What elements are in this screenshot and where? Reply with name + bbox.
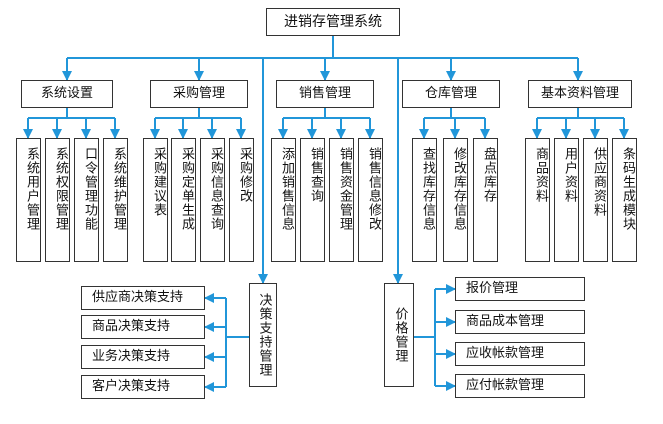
node-receivables: 应收帐款管理 — [455, 342, 585, 366]
node-quote-mgmt: 报价管理 — [455, 277, 585, 301]
node-payables: 应付帐款管理 — [455, 374, 585, 398]
node-sales-modify: 销售信息修改 — [358, 138, 383, 262]
node-product-cost: 商品成本管理 — [455, 310, 585, 334]
node-sales-query: 销售查询 — [300, 138, 325, 262]
node-product-data: 商品资料 — [525, 138, 550, 262]
node-supplier-decision: 供应商决策支持 — [81, 286, 205, 310]
node-password-mgmt: 口令管理功能 — [74, 138, 99, 262]
node-find-inventory: 查找库存信息 — [412, 138, 437, 262]
module-system-settings: 系统设置 — [21, 80, 113, 108]
node-system-permission-mgmt: 系统权限管理 — [45, 138, 70, 262]
module-warehouse: 仓库管理 — [402, 80, 500, 108]
module-decision-support: 决策支持管理 — [249, 283, 277, 387]
node-product-decision: 商品决策支持 — [81, 315, 205, 339]
node-customer-decision: 客户决策支持 — [81, 375, 205, 399]
node-purchase-suggestion: 采购建议表 — [143, 138, 168, 262]
node-barcode-module: 条码生成模块 — [612, 138, 637, 262]
node-add-sales-info: 添加销售信息 — [271, 138, 296, 262]
node-system-maintenance: 系统维护管理 — [103, 138, 128, 262]
node-purchase-modify: 采购修改 — [229, 138, 254, 262]
node-system-user-mgmt: 系统用户管理 — [16, 138, 41, 262]
node-modify-inventory: 修改库存信息 — [443, 138, 468, 262]
node-supplier-data: 供应商资料 — [583, 138, 608, 262]
node-sales-funds: 销售资金管理 — [329, 138, 354, 262]
node-purchase-order-gen: 采购定单生成 — [171, 138, 196, 262]
node-business-decision: 业务决策支持 — [81, 345, 205, 369]
node-user-data: 用户资料 — [554, 138, 579, 262]
module-sales: 销售管理 — [276, 80, 374, 108]
module-purchase: 采购管理 — [150, 80, 248, 108]
root-node: 进销存管理系统 — [266, 8, 400, 36]
module-pricing: 价格管理 — [384, 283, 414, 387]
node-stock-taking: 盘点库存 — [473, 138, 498, 262]
node-purchase-query: 采购信息查询 — [200, 138, 225, 262]
module-basic-data: 基本资料管理 — [528, 80, 632, 108]
